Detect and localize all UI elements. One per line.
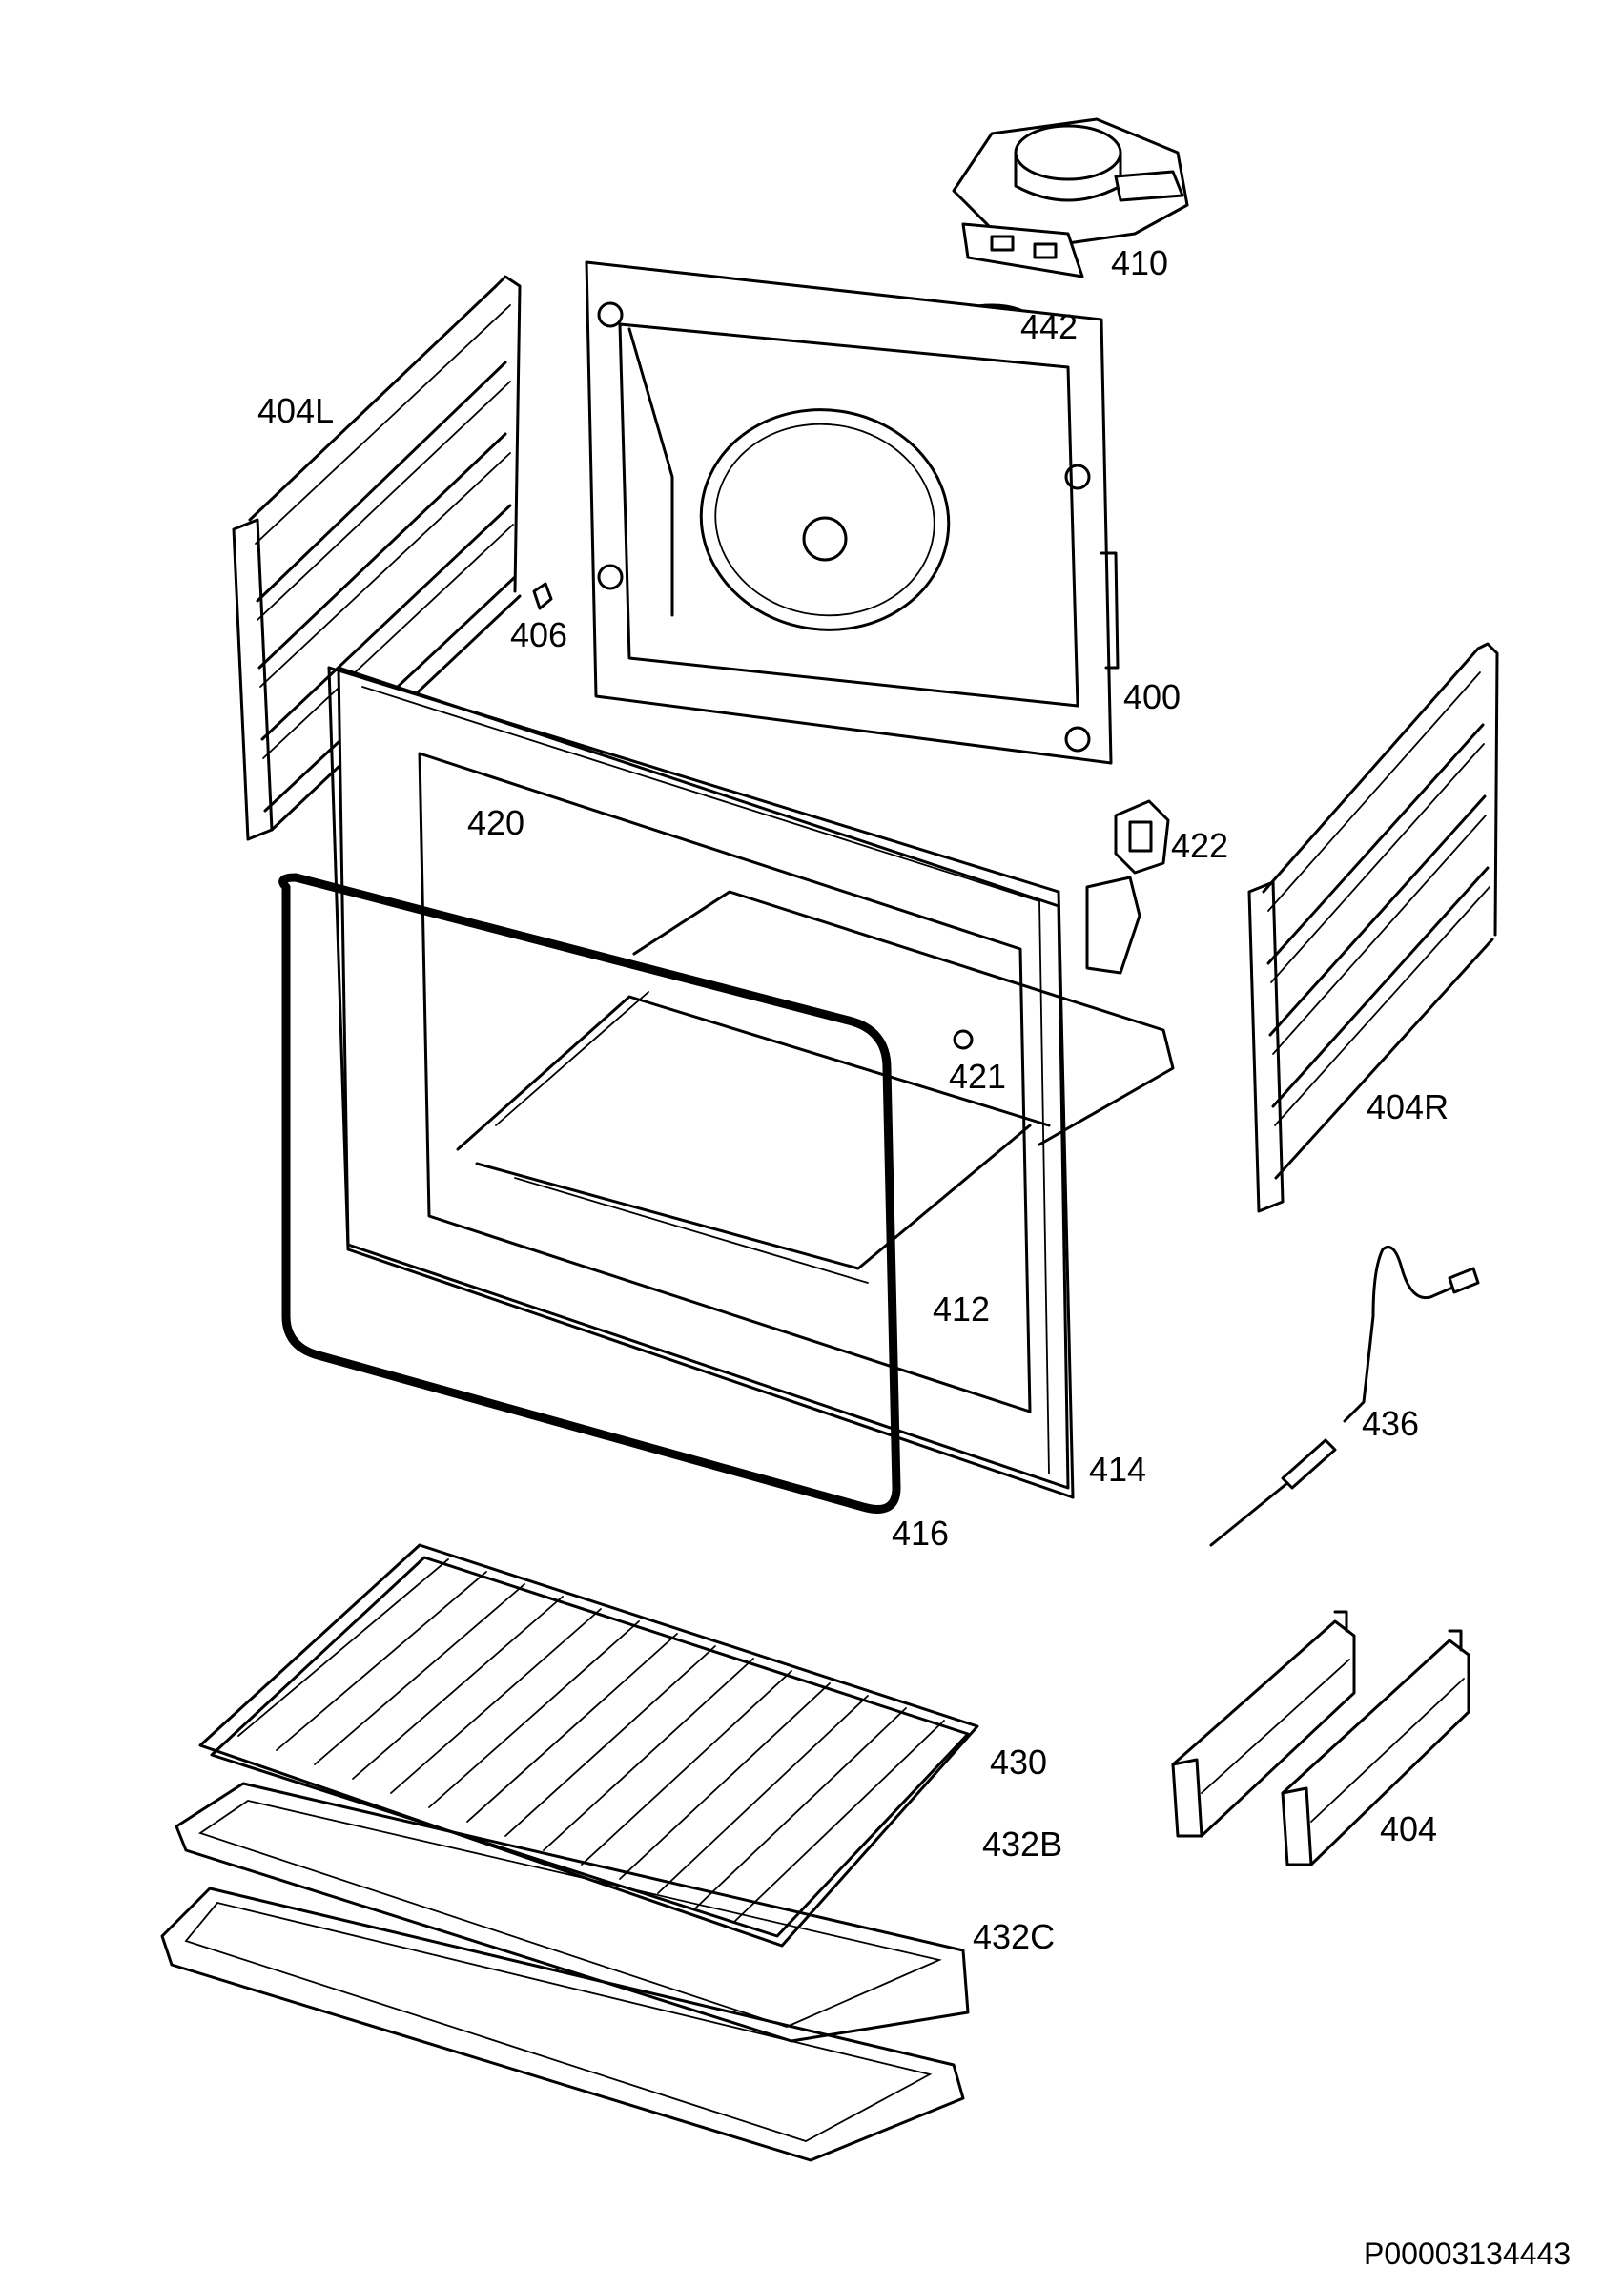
part-406-clip <box>532 582 553 610</box>
label-421: 421 <box>949 1057 1007 1096</box>
label-406: 406 <box>510 615 568 654</box>
document-id: P00003134443 <box>1364 2237 1572 2271</box>
part-432B-tray <box>175 1782 970 2043</box>
part-436-meat-probe <box>1209 1246 1480 1547</box>
part-432C-tray <box>160 1887 965 2162</box>
part-404L-left-runner <box>232 275 522 841</box>
part-410-fan-motor <box>952 117 1189 278</box>
label-414: 414 <box>1089 1450 1147 1489</box>
part-404R-right-runner <box>1247 642 1499 1213</box>
label-400: 400 <box>1123 677 1182 716</box>
part-414-front-frame <box>327 666 1075 1499</box>
part-404-telescopic-runners <box>1171 1610 1470 1866</box>
label-412: 412 <box>933 1289 991 1329</box>
label-432B: 432B <box>982 1825 1063 1864</box>
label-430: 430 <box>990 1743 1048 1782</box>
label-432C: 432C <box>973 1917 1056 1956</box>
part-412-oven-cavity <box>337 666 1175 1490</box>
label-436: 436 <box>1362 1404 1420 1443</box>
label-410: 410 <box>1111 243 1169 282</box>
label-416: 416 <box>892 1514 950 1553</box>
label-420: 420 <box>467 803 525 842</box>
part-400-back-panel <box>585 260 1120 765</box>
label-404R: 404R <box>1367 1087 1449 1126</box>
part-430-wire-shelf <box>198 1543 979 1948</box>
label-422: 422 <box>1171 826 1229 865</box>
label-404L: 404L <box>257 391 335 430</box>
part-422-lamp-holder <box>1114 799 1170 875</box>
label-404: 404 <box>1380 1809 1438 1848</box>
part-416-door-seal <box>278 873 901 1514</box>
label-442: 442 <box>1020 307 1079 346</box>
